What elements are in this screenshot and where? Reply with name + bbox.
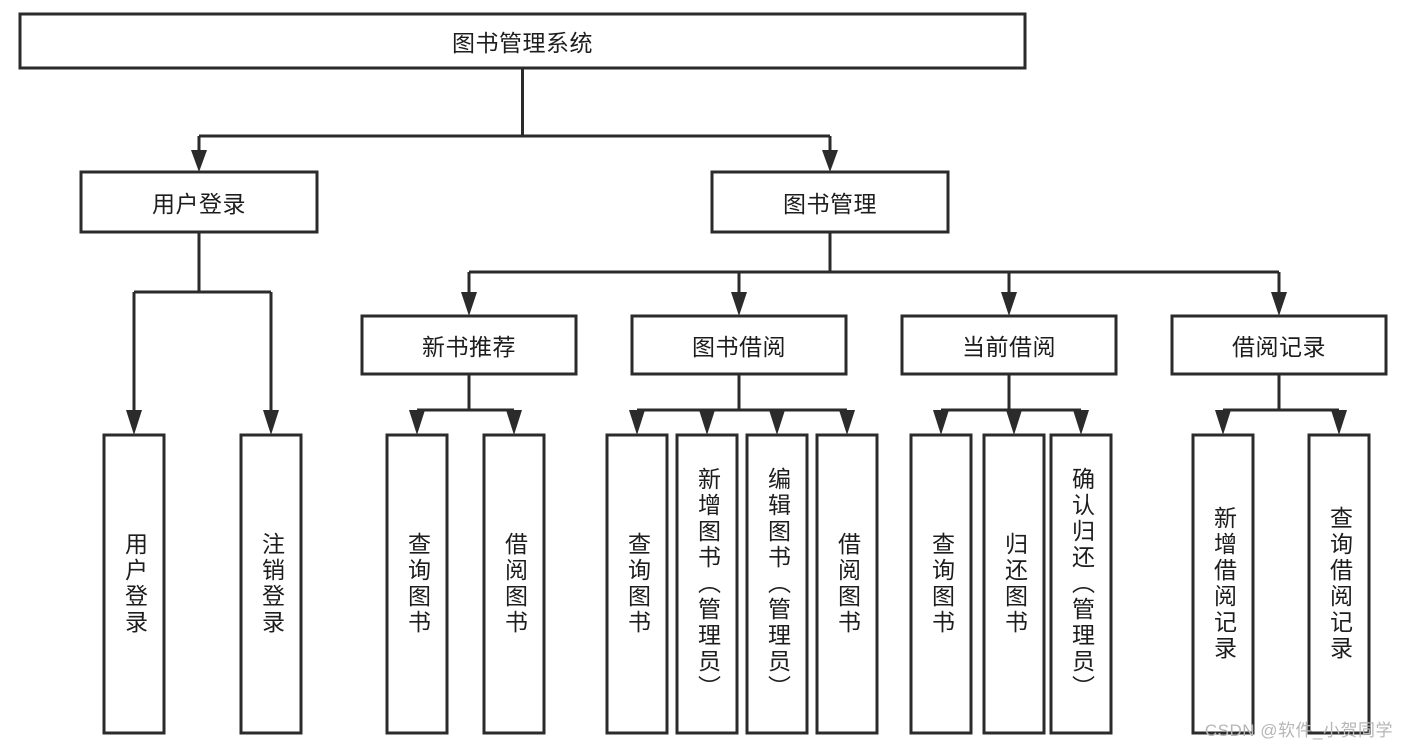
- arrowhead-bb-leaf2: [699, 410, 715, 435]
- leaf-add-book-admin[interactable]: [675, 433, 739, 735]
- node-root-book-management-system[interactable]: [18, 12, 1027, 70]
- arrowhead-bb-leaf1: [629, 410, 645, 435]
- arrowhead-book-mgmt: [822, 150, 838, 172]
- node-book-borrowing[interactable]: [630, 314, 848, 376]
- arrowhead-br-leaf2: [1331, 410, 1347, 435]
- node-new-book-recommendation[interactable]: [360, 314, 578, 376]
- arrowhead-nbr-leaf1: [409, 410, 425, 435]
- connector-user-login-to-leaves: [126, 232, 279, 435]
- watermark-text: CSDN @软件_小贺同学: [1204, 721, 1393, 740]
- arrowhead-borrow-record: [1271, 292, 1287, 316]
- arrowhead-new-book-rec: [461, 292, 477, 316]
- node-user-login[interactable]: [79, 170, 319, 234]
- leaf-logout[interactable]: [239, 433, 303, 735]
- connector-new-book-rec-to-leaves: [409, 374, 522, 435]
- leaf-query-books-cb[interactable]: [909, 433, 973, 735]
- node-book-management[interactable]: [710, 170, 950, 234]
- leaf-confirm-return-admin[interactable]: [1049, 433, 1113, 735]
- connector-book-mgmt-to-level3: [461, 232, 1287, 316]
- arrowhead-book-borrow: [731, 292, 747, 316]
- arrowhead-leaf-logout: [263, 410, 279, 435]
- arrowhead-bb-leaf4: [839, 410, 855, 435]
- arrowhead-cb-leaf2: [1006, 410, 1022, 435]
- leaf-query-borrow-record[interactable]: [1307, 433, 1371, 735]
- node-borrowing-record[interactable]: [1170, 314, 1388, 376]
- node-current-borrowing[interactable]: [900, 314, 1118, 376]
- leaf-edit-book-admin[interactable]: [745, 433, 809, 735]
- arrowhead-br-leaf1: [1215, 410, 1231, 435]
- leaf-user-login[interactable]: [102, 433, 166, 735]
- leaf-query-books-bb[interactable]: [605, 433, 669, 735]
- leaf-borrow-books-nbr[interactable]: [482, 433, 546, 735]
- arrowhead-user-login: [191, 150, 207, 172]
- arrowhead-current-borrow: [1001, 292, 1017, 316]
- leaf-add-borrow-record[interactable]: [1191, 433, 1255, 735]
- arrowhead-nbr-leaf2: [506, 410, 522, 435]
- arrowhead-leaf-user-login: [126, 410, 142, 435]
- leaf-borrow-books-bb[interactable]: [815, 433, 879, 735]
- connector-current-borrow-to-leaves: [933, 374, 1089, 435]
- arrowhead-cb-leaf1: [933, 410, 949, 435]
- connector-book-borrow-to-leaves: [629, 374, 855, 435]
- arrowhead-cb-leaf3: [1073, 410, 1089, 435]
- leaf-query-books-nbr[interactable]: [385, 433, 449, 735]
- connector-borrow-record-to-leaves: [1215, 374, 1347, 435]
- arrowhead-bb-leaf3: [769, 410, 785, 435]
- connector-root-to-level2: [191, 68, 838, 172]
- leaf-return-books[interactable]: [982, 433, 1046, 735]
